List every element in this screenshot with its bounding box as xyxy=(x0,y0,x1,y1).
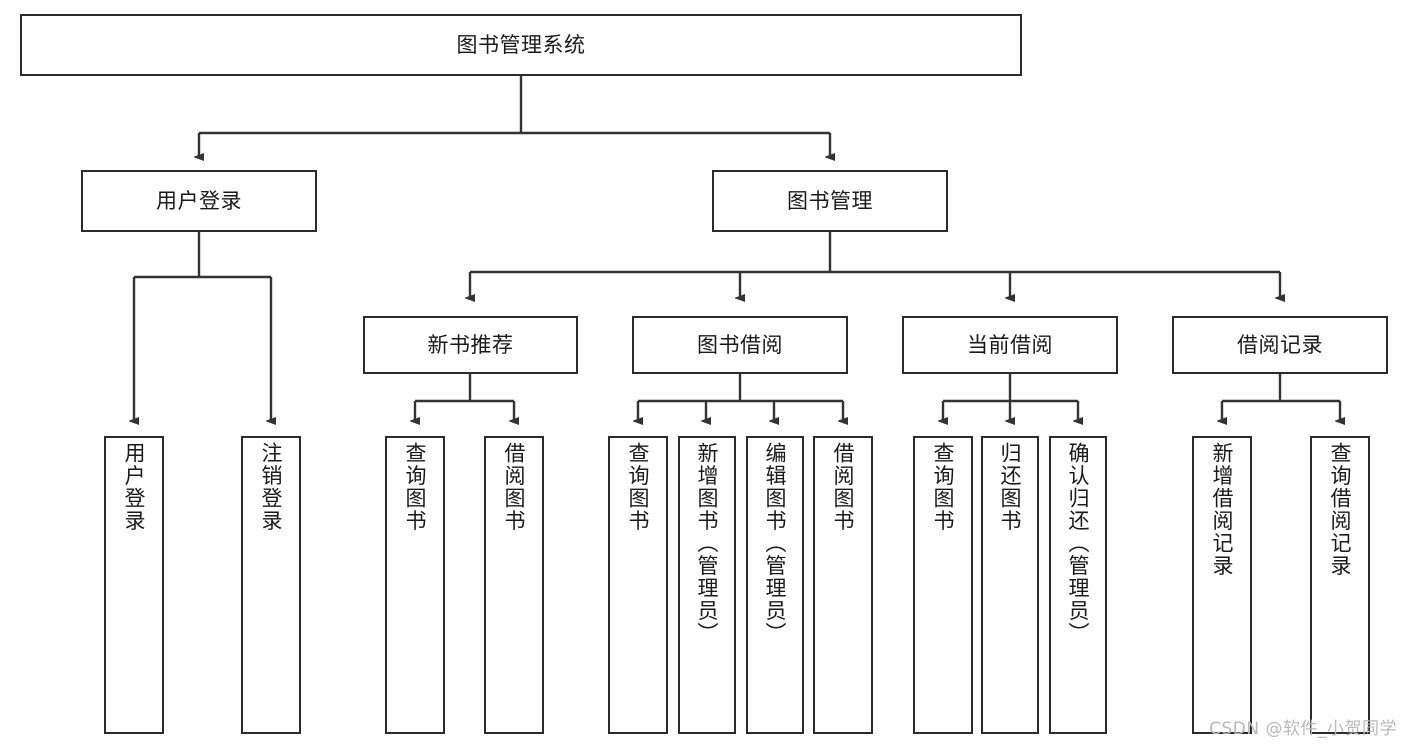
node-leaf-confirm-return[interactable]: 确认归还（管理员） xyxy=(1049,436,1107,734)
node-leaf-confirm-return-label: 确认归还（管理员） xyxy=(1066,442,1091,645)
node-leaf-edit-book-label: 编辑图书（管理员） xyxy=(763,442,788,645)
watermark-text: CSDN @软件_小贺同学 xyxy=(1209,719,1397,739)
node-leaf-query-book-3-label: 查询图书 xyxy=(931,442,956,532)
node-leaf-logout-label: 注销登录 xyxy=(259,442,284,532)
node-leaf-return-book[interactable]: 归还图书 xyxy=(981,436,1039,734)
node-leaf-edit-book[interactable]: 编辑图书（管理员） xyxy=(746,436,804,734)
node-leaf-query-book-2[interactable]: 查询图书 xyxy=(608,436,668,734)
node-user-login[interactable]: 用户登录 xyxy=(81,170,317,232)
node-new-book-rec[interactable]: 新书推荐 xyxy=(363,316,578,374)
node-book-manage-label: 图书管理 xyxy=(787,188,873,213)
node-current-borrow[interactable]: 当前借阅 xyxy=(902,316,1118,374)
node-leaf-add-book-label: 新增图书（管理员） xyxy=(695,442,720,645)
node-leaf-borrow-book-2-label: 借阅图书 xyxy=(831,442,856,532)
node-leaf-user-login[interactable]: 用户登录 xyxy=(104,436,164,734)
node-leaf-add-book[interactable]: 新增图书（管理员） xyxy=(678,436,736,734)
node-leaf-add-record[interactable]: 新增借阅记录 xyxy=(1192,436,1252,734)
node-leaf-borrow-book-2[interactable]: 借阅图书 xyxy=(813,436,873,734)
node-current-borrow-label: 当前借阅 xyxy=(967,332,1053,357)
node-borrow-record[interactable]: 借阅记录 xyxy=(1172,316,1388,374)
node-leaf-borrow-book-1-label: 借阅图书 xyxy=(502,442,527,532)
node-user-login-label: 用户登录 xyxy=(156,188,242,213)
node-leaf-add-record-label: 新增借阅记录 xyxy=(1210,442,1235,577)
node-new-book-rec-label: 新书推荐 xyxy=(427,332,514,357)
node-leaf-query-record[interactable]: 查询借阅记录 xyxy=(1310,436,1370,734)
node-leaf-query-book-1-label: 查询图书 xyxy=(403,442,428,532)
node-leaf-query-record-label: 查询借阅记录 xyxy=(1328,442,1353,577)
node-book-borrow[interactable]: 图书借阅 xyxy=(632,316,848,374)
node-leaf-logout[interactable]: 注销登录 xyxy=(241,436,301,734)
node-leaf-user-login-label: 用户登录 xyxy=(122,442,147,532)
node-root-label: 图书管理系统 xyxy=(456,32,586,57)
node-leaf-query-book-3[interactable]: 查询图书 xyxy=(913,436,973,734)
node-root[interactable]: 图书管理系统 xyxy=(20,14,1022,76)
node-leaf-query-book-2-label: 查询图书 xyxy=(626,442,651,532)
node-leaf-borrow-book-1[interactable]: 借阅图书 xyxy=(484,436,544,734)
node-book-manage[interactable]: 图书管理 xyxy=(712,170,948,232)
node-leaf-return-book-label: 归还图书 xyxy=(998,442,1023,532)
node-book-borrow-label: 图书借阅 xyxy=(697,332,783,357)
node-leaf-query-book-1[interactable]: 查询图书 xyxy=(385,436,445,734)
node-borrow-record-label: 借阅记录 xyxy=(1237,332,1323,357)
